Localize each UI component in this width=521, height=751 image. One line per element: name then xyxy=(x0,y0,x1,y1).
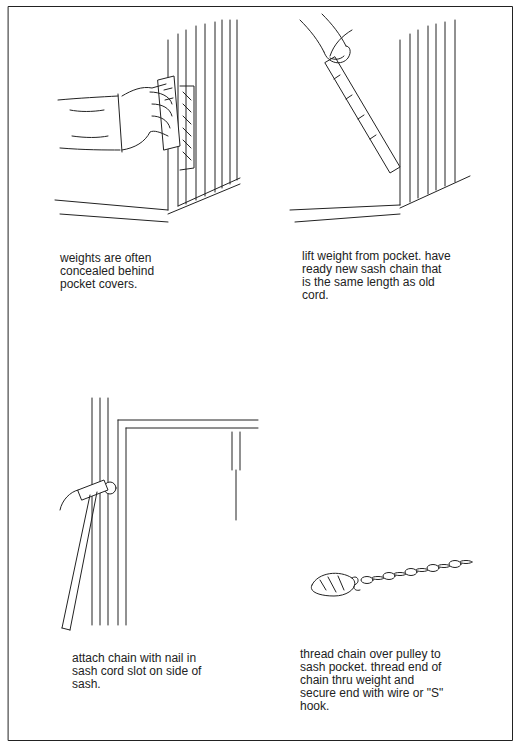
sash-weight xyxy=(325,57,400,173)
hand-sketch xyxy=(152,104,172,116)
sash-chain xyxy=(361,577,373,584)
window-frame xyxy=(126,428,127,625)
hand-sketch xyxy=(150,92,172,104)
jamb-sketch xyxy=(205,24,206,196)
jamb-sketch xyxy=(55,20,240,222)
jamb-sketch xyxy=(196,26,197,200)
sash-weight xyxy=(334,75,376,139)
hand-sketch xyxy=(330,56,344,59)
sash-chain xyxy=(427,565,439,572)
hammer-sketch xyxy=(60,480,108,630)
window-frame xyxy=(108,398,109,625)
sash-chain xyxy=(405,569,417,576)
window-frame xyxy=(118,420,258,421)
sash-chain xyxy=(383,573,395,580)
jamb-sketch xyxy=(455,20,456,182)
caption-text: thread chain over pulley to sash pocket.… xyxy=(300,648,450,713)
jamb-sketch xyxy=(230,20,231,184)
sash-weight xyxy=(330,30,352,56)
sash-chain xyxy=(416,569,428,572)
sash-chain xyxy=(394,573,406,576)
caption-text: lift weight from pocket. have ready new … xyxy=(302,250,452,302)
jamb-sketch xyxy=(186,30,187,204)
window-frame xyxy=(92,398,93,625)
hand-sketch xyxy=(122,84,166,96)
hand-sketch xyxy=(300,20,324,52)
sash-chain xyxy=(460,561,472,564)
pocket-cover xyxy=(158,76,180,150)
hammer-sketch xyxy=(60,490,78,510)
window-frame xyxy=(92,398,258,625)
caption-text: weights are often concealed behind pocke… xyxy=(60,252,185,291)
caption-text: attach chain with nail in sash cord slot… xyxy=(72,652,207,691)
sash-weight xyxy=(352,577,360,591)
sash-chain xyxy=(449,561,461,568)
jamb-sketch xyxy=(290,20,470,222)
pocket-cover xyxy=(158,76,180,150)
sash-weight xyxy=(311,573,360,596)
jamb-sketch xyxy=(445,22,446,186)
hammer-sketch xyxy=(78,480,108,500)
jamb-sketch xyxy=(222,20,223,188)
hand-sketch xyxy=(322,14,346,46)
sash-chain xyxy=(438,565,450,568)
window-frame xyxy=(118,420,119,625)
sash-weight xyxy=(320,576,344,592)
jamb-sketch xyxy=(55,178,240,222)
hand-sketch xyxy=(58,84,172,152)
jamb-sketch xyxy=(410,34,411,202)
hand-sketch xyxy=(118,94,122,152)
sash-weight xyxy=(325,30,400,173)
sash-chain xyxy=(372,577,384,580)
hand-sketch xyxy=(70,110,108,138)
jamb-sketch xyxy=(215,22,216,192)
hand-sketch xyxy=(58,96,118,100)
hammer-sketch xyxy=(62,492,97,630)
window-frame xyxy=(126,428,258,429)
jamb-sketch xyxy=(418,30,419,198)
page-frame xyxy=(9,7,513,741)
jamb-sketch xyxy=(237,20,238,180)
hand-sketch xyxy=(60,148,120,150)
jamb-sketch xyxy=(183,92,191,160)
hand-sketch xyxy=(122,131,168,150)
hand-sketch xyxy=(300,14,350,63)
sash-weight xyxy=(311,573,355,596)
jamb-sketch xyxy=(180,86,194,170)
jamb-sketch xyxy=(400,40,401,205)
sash-chain xyxy=(361,561,472,584)
jamb-sketch xyxy=(290,176,470,222)
window-frame xyxy=(232,432,240,520)
window-frame xyxy=(100,398,101,625)
jamb-sketch xyxy=(436,24,437,190)
jamb-sketch xyxy=(428,26,429,194)
hand-sketch xyxy=(324,46,350,63)
hand-sketch xyxy=(152,116,170,128)
